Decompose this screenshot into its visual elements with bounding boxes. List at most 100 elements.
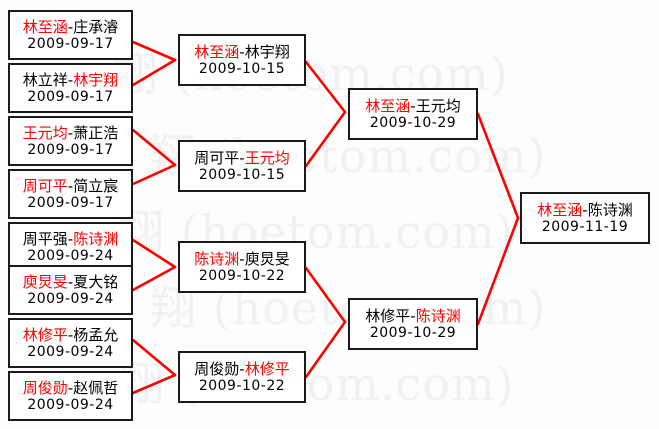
match-box-r1m1[interactable]: 林至涵-庄承濬 2009-09-17 bbox=[8, 10, 133, 60]
match-players: 周平强-陈诗渊 bbox=[22, 229, 119, 248]
connector-r1m3-to-r2m2 bbox=[131, 128, 177, 167]
match-players: 陈诗渊-庾炅旻 bbox=[194, 249, 290, 268]
connector-r1m1-to-r2m1 bbox=[131, 40, 177, 62]
player-winner: 周俊勋 bbox=[22, 378, 68, 397]
player-loser: 夏大铭 bbox=[73, 272, 119, 291]
player-winner: 陈诗渊 bbox=[73, 229, 119, 248]
player-winner: 林至涵 bbox=[537, 200, 583, 219]
player-separator: - bbox=[239, 148, 245, 167]
match-date: 2009-09-17 bbox=[27, 141, 114, 158]
match-players: 林至涵-庄承濬 bbox=[22, 17, 119, 36]
player-winner: 林至涵 bbox=[22, 17, 68, 36]
connector-r1m8-to-r2m4 bbox=[131, 373, 177, 395]
player-loser: 王元均 bbox=[415, 96, 461, 115]
player-separator: - bbox=[239, 42, 245, 61]
match-box-r2m3[interactable]: 陈诗渊-庾炅旻 2009-10-22 bbox=[178, 241, 306, 293]
player-loser: 林宇翔 bbox=[244, 42, 290, 61]
player-loser: 周俊勋 bbox=[194, 359, 240, 378]
match-box-sf1[interactable]: 林至涵-王元均 2009-10-29 bbox=[348, 88, 478, 140]
player-loser: 陈诗渊 bbox=[587, 200, 633, 219]
match-date: 2009-10-15 bbox=[198, 60, 286, 77]
player-separator: - bbox=[67, 176, 74, 195]
match-date: 2009-09-24 bbox=[27, 343, 114, 360]
match-date: 2009-10-29 bbox=[369, 324, 457, 341]
player-winner: 林至涵 bbox=[194, 42, 240, 61]
player-separator: - bbox=[410, 96, 416, 115]
player-winner: 林宇翔 bbox=[73, 70, 119, 89]
player-winner: 王元均 bbox=[22, 123, 68, 142]
connector-r1m4-to-r2m2 bbox=[131, 163, 177, 186]
player-winner: 周可平 bbox=[22, 176, 68, 195]
match-players: 林立祥-林宇翔 bbox=[22, 70, 119, 89]
player-loser: 周可平 bbox=[194, 148, 240, 167]
player-loser: 庄承濬 bbox=[73, 17, 119, 36]
player-loser: 杨孟允 bbox=[73, 325, 119, 344]
match-box-r1m5[interactable]: 周平强-陈诗渊 2009-09-24 bbox=[8, 222, 133, 272]
player-loser: 周平强 bbox=[22, 229, 68, 248]
player-winner: 陈诗渊 bbox=[194, 249, 240, 268]
match-players: 林修平-陈诗渊 bbox=[365, 306, 461, 325]
match-players: 庾炅旻-夏大铭 bbox=[22, 272, 119, 291]
player-loser: 萧正浩 bbox=[73, 123, 119, 142]
match-date: 2009-09-17 bbox=[27, 194, 114, 211]
connector-r1m2-to-r2m1 bbox=[131, 58, 177, 87]
match-date: 2009-11-19 bbox=[541, 218, 629, 235]
match-box-r2m4[interactable]: 周俊勋-林修平 2009-10-22 bbox=[178, 351, 306, 403]
match-date: 2009-10-15 bbox=[198, 166, 286, 183]
player-separator: - bbox=[67, 70, 74, 89]
match-box-r1m2[interactable]: 林立祥-林宇翔 2009-09-17 bbox=[8, 63, 133, 113]
match-box-sf2[interactable]: 林修平-陈诗渊 2009-10-29 bbox=[348, 298, 478, 350]
player-winner: 庾炅旻 bbox=[22, 272, 68, 291]
connector-r1m6-to-r2m3 bbox=[131, 265, 177, 292]
player-loser: 赵佩哲 bbox=[73, 378, 119, 397]
match-box-final[interactable]: 林至涵-陈诗渊 2009-11-19 bbox=[520, 192, 650, 244]
match-players: 林至涵-林宇翔 bbox=[194, 42, 290, 61]
connector-sf2-to-final bbox=[476, 216, 520, 326]
player-separator: - bbox=[582, 200, 588, 219]
match-box-r1m7[interactable]: 林修平-杨孟允 2009-09-24 bbox=[8, 318, 133, 368]
connector-r2m1-to-sf1 bbox=[304, 60, 347, 114]
match-players: 周可平-简立宸 bbox=[22, 176, 119, 195]
player-separator: - bbox=[239, 249, 245, 268]
player-loser: 林修平 bbox=[365, 306, 411, 325]
match-date: 2009-09-24 bbox=[27, 290, 114, 307]
match-players: 周俊勋-林修平 bbox=[194, 359, 290, 378]
match-date: 2009-10-22 bbox=[198, 267, 286, 284]
match-players: 周可平-王元均 bbox=[194, 148, 290, 167]
player-winner: 林修平 bbox=[244, 359, 290, 378]
match-date: 2009-09-17 bbox=[27, 88, 114, 105]
match-date: 2009-09-24 bbox=[27, 247, 114, 264]
player-separator: - bbox=[67, 123, 74, 142]
match-players: 周俊勋-赵佩哲 bbox=[22, 378, 119, 397]
match-players: 王元均-萧正浩 bbox=[22, 123, 119, 142]
connector-r2m2-to-sf1 bbox=[304, 110, 347, 168]
match-date: 2009-09-17 bbox=[27, 35, 114, 52]
match-date: 2009-09-24 bbox=[27, 396, 114, 413]
match-box-r2m2[interactable]: 周可平-王元均 2009-10-15 bbox=[178, 140, 306, 192]
player-separator: - bbox=[67, 229, 74, 248]
connector-sf1-to-final bbox=[476, 112, 520, 220]
player-loser: 简立宸 bbox=[73, 176, 119, 195]
connector-r2m3-to-sf2 bbox=[304, 266, 347, 324]
player-separator: - bbox=[67, 17, 74, 36]
connector-r2m4-to-sf2 bbox=[304, 320, 347, 379]
match-players: 林至涵-王元均 bbox=[365, 96, 461, 115]
player-winner: 王元均 bbox=[244, 148, 290, 167]
match-box-r1m3[interactable]: 王元均-萧正浩 2009-09-17 bbox=[8, 116, 133, 166]
player-loser: 林立祥 bbox=[22, 70, 68, 89]
match-box-r2m1[interactable]: 林至涵-林宇翔 2009-10-15 bbox=[178, 34, 306, 86]
player-separator: - bbox=[239, 359, 245, 378]
player-winner: 林至涵 bbox=[365, 96, 411, 115]
match-box-r1m8[interactable]: 周俊勋-赵佩哲 2009-09-24 bbox=[8, 371, 133, 421]
match-date: 2009-10-22 bbox=[198, 377, 286, 394]
connector-r1m7-to-r2m4 bbox=[131, 338, 177, 377]
connector-r1m5-to-r2m3 bbox=[131, 238, 177, 269]
match-date: 2009-10-29 bbox=[369, 114, 457, 131]
player-separator: - bbox=[67, 325, 74, 344]
match-box-r1m6[interactable]: 庾炅旻-夏大铭 2009-09-24 bbox=[8, 265, 133, 315]
player-winner: 陈诗渊 bbox=[415, 306, 461, 325]
player-loser: 庾炅旻 bbox=[244, 249, 290, 268]
player-separator: - bbox=[410, 306, 416, 325]
match-box-r1m4[interactable]: 周可平-简立宸 2009-09-17 bbox=[8, 169, 133, 219]
